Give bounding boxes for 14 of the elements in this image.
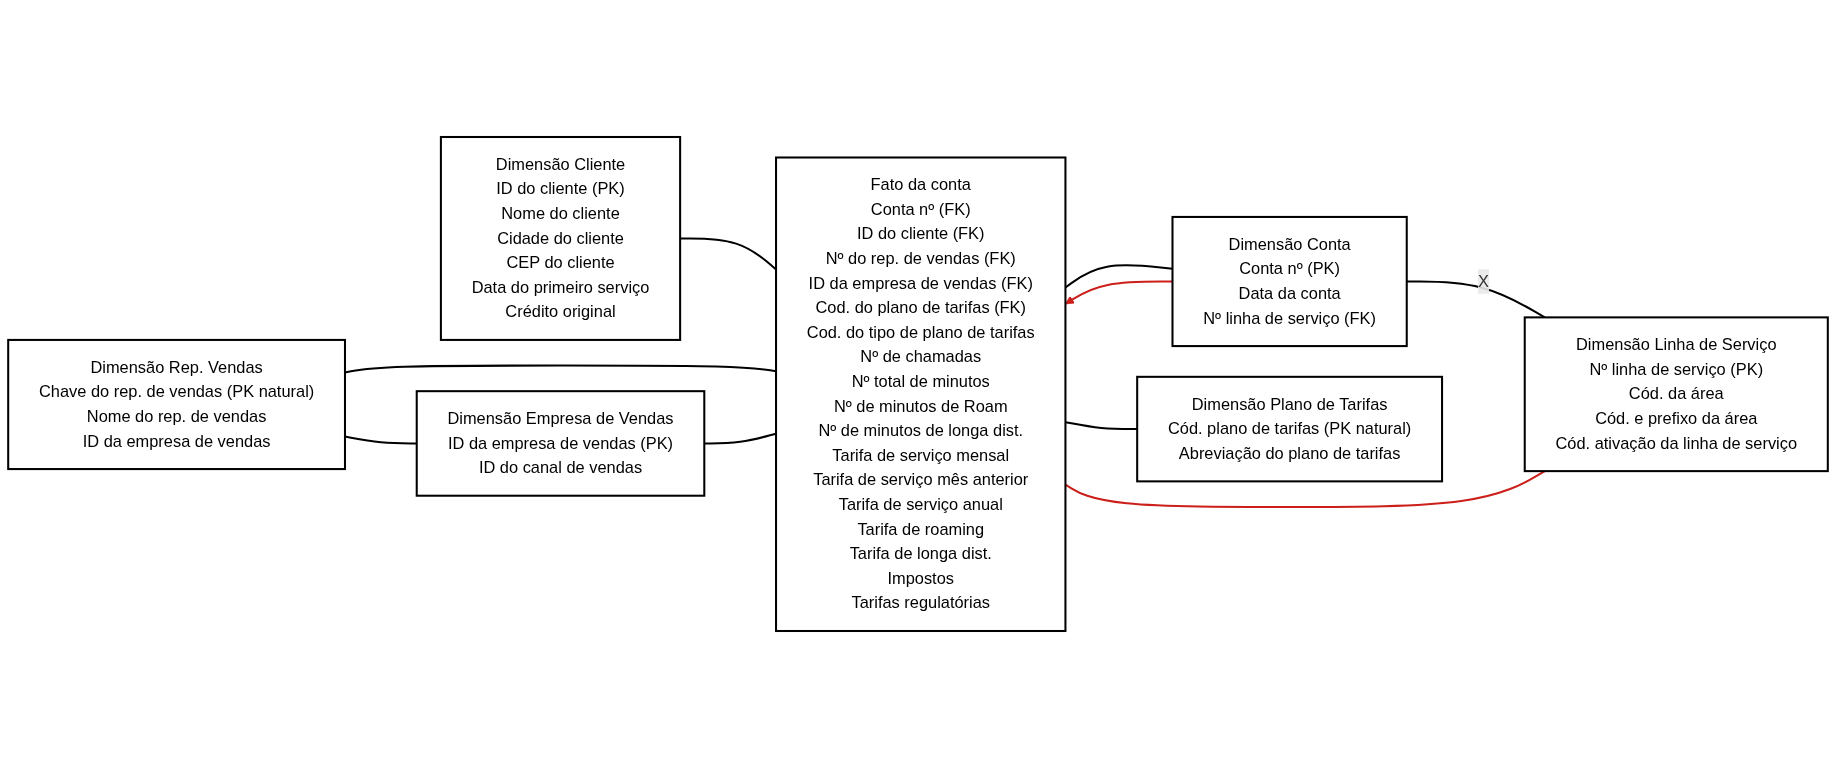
node-box: Dimensão Empresa de Vendas ID da empresa de vendas (PK) ID do canal de vendas (415, 390, 706, 497)
connector (1065, 421, 1138, 431)
connector (680, 237, 777, 271)
connector (344, 364, 777, 374)
node-box: Fato da conta Conta nº (FK) ID do cliente (FK) Nº do rep. de vendas (FK) ID da empresa de vendas (FK) Cod. do plano de tarifas (FK) Cod. do tipo de plano de tarifas Nº de chamadas Nº total de minutos Nº de minutos de Roam Nº de minutos de longa dist. Tarifa de serviço mensal Tarifa de serviço mês anterior Tarifa de serviço anual Tarifa de roaming Tarifa de longa dist. Impostos Tarifas regulatórias (775, 156, 1067, 633)
node-box: Dimensão Cliente ID do cliente (PK) Nome do cliente Cidade do cliente CEP do cliente Data do primeiro serviço Crédito original (439, 135, 682, 341)
node-box: Dimensão Linha de Serviço Nº linha de serviço (PK) Cód. da área Cód. e prefixo da área Cód. ativação da linha de serviço (1523, 316, 1829, 473)
node-box: Dimensão Rep. Vendas Chave do rep. de vendas (PK natural) Nome do rep. de vendas ID da empresa de vendas (7, 338, 346, 471)
arrow (1065, 280, 1173, 305)
edge-label: X (1477, 272, 1489, 290)
node-box: Dimensão Plano de Tarifas Cód. plano de tarifas (PK natural) Abreviação do plano de tarifas (1136, 375, 1444, 483)
node-box: Dimensão Conta Conta nº (PK) Data da conta Nº linha de serviço (FK) (1171, 215, 1408, 348)
connector (344, 435, 417, 445)
connector (704, 432, 777, 445)
